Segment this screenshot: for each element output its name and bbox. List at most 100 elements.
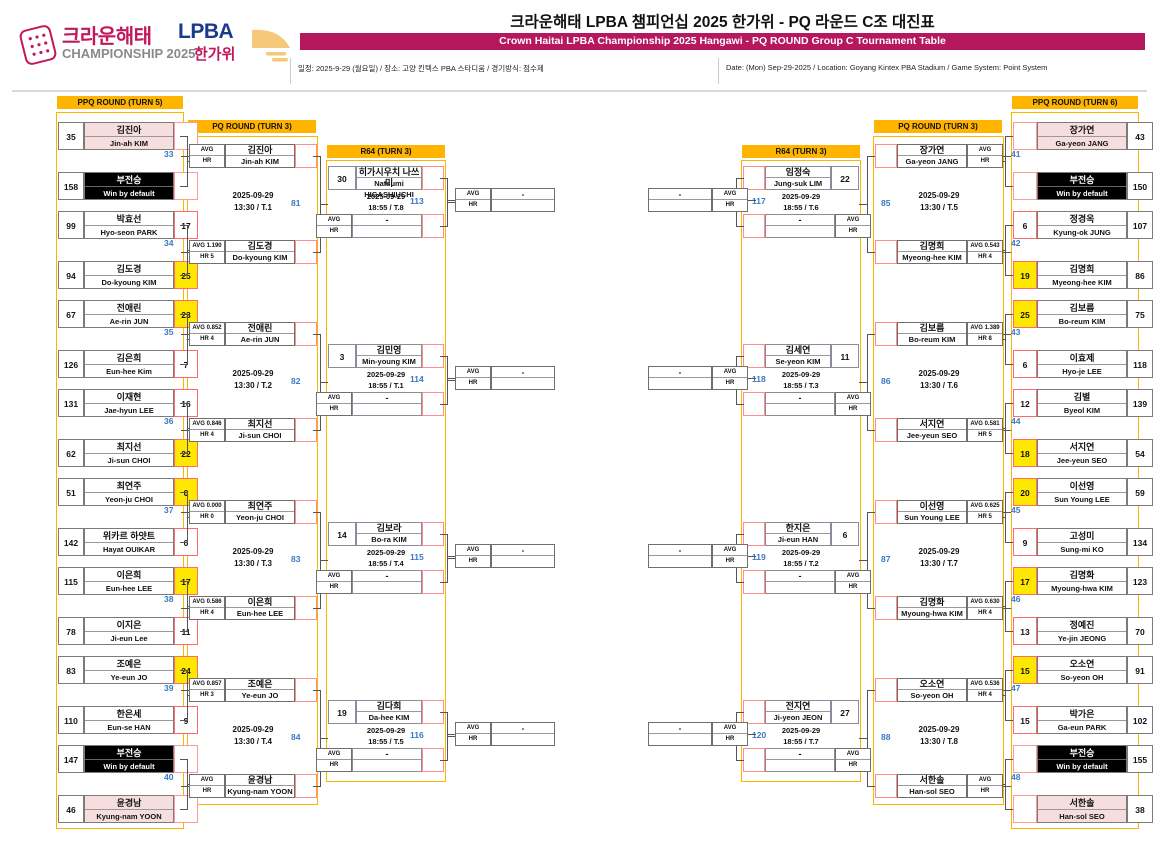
match-date: 2025-09-29 bbox=[918, 547, 960, 556]
player-name-ko: 박효선 bbox=[85, 212, 173, 226]
player-name-tbd: - bbox=[492, 189, 554, 200]
connector-h bbox=[180, 136, 188, 138]
stat-avg: AVG 0.625 bbox=[968, 501, 1002, 512]
connector-h bbox=[1005, 225, 1013, 227]
match-number: 117 bbox=[752, 196, 766, 206]
stat-avg: AVG bbox=[713, 545, 747, 556]
connector-h bbox=[736, 404, 744, 406]
connector-h bbox=[867, 156, 875, 158]
connector-h bbox=[180, 492, 188, 494]
seed-number: 70 bbox=[1127, 617, 1153, 645]
seed-number: 46 bbox=[58, 795, 84, 823]
connector-v bbox=[1005, 581, 1007, 631]
match-date: 2025-09-29 bbox=[781, 726, 821, 735]
seed-number: 35 bbox=[58, 122, 84, 150]
connector-v bbox=[1005, 492, 1007, 542]
seed-number: 22 bbox=[831, 166, 859, 190]
stat-avg: AVG 0.846 bbox=[190, 419, 224, 430]
player-score: 25 bbox=[1013, 300, 1037, 328]
player-name-ko: 고성미 bbox=[1038, 529, 1126, 543]
player-name-ko: 서한솔 bbox=[1038, 796, 1126, 810]
player-name-ko: 김세연 bbox=[766, 345, 830, 356]
seed-number: 123 bbox=[1127, 567, 1153, 595]
player-name-ko: 조예은 bbox=[85, 657, 173, 671]
